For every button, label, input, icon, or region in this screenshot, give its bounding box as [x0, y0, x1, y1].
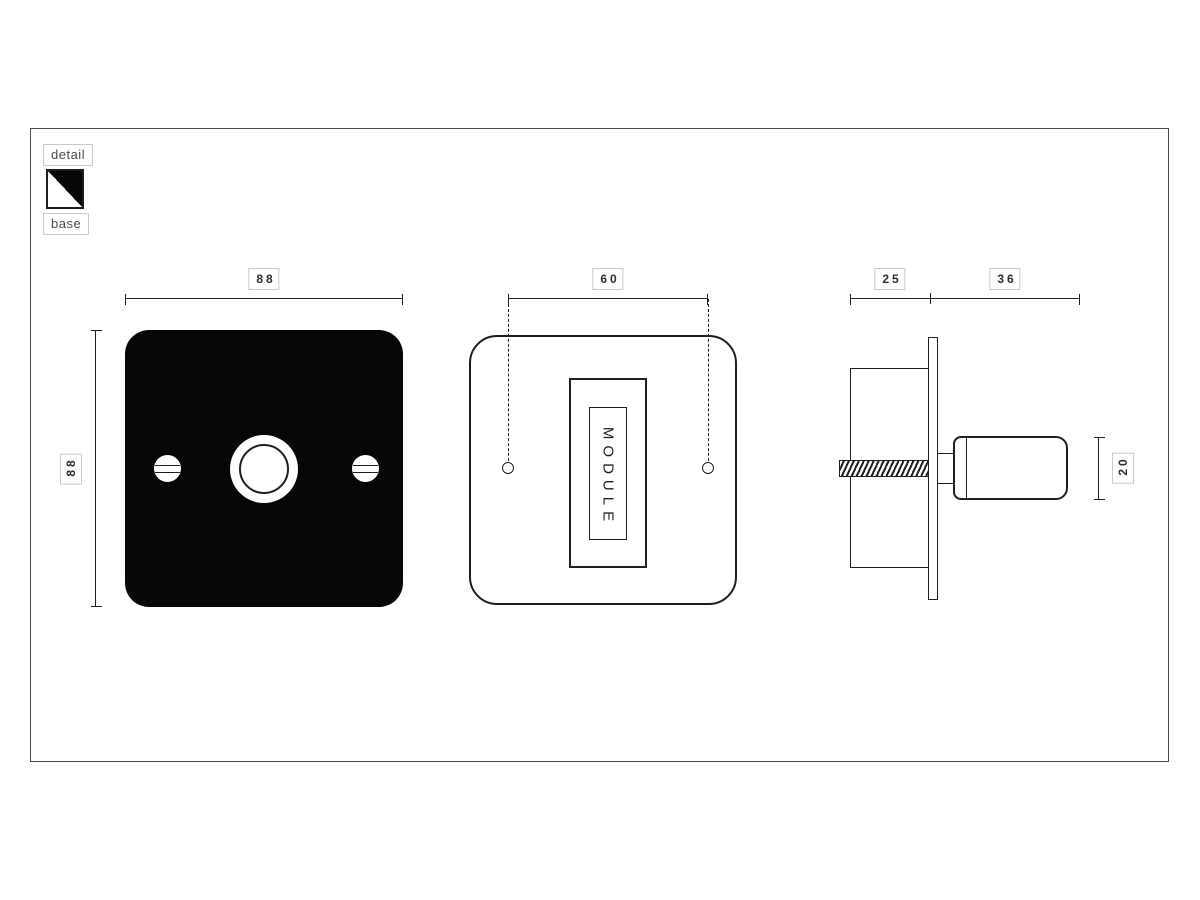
screw-right-icon	[352, 455, 379, 482]
screw-hole-right	[702, 462, 714, 474]
front-height-dimension-label: 88	[60, 453, 82, 485]
knob-depth-dimension-label: 36	[989, 268, 1021, 290]
screw-slot-icon	[155, 464, 180, 473]
mounting-screw-thread	[839, 460, 931, 477]
side-dimension-mid-tick	[930, 293, 931, 304]
drop-line-left	[508, 299, 509, 461]
knob-height-dimension-line	[1094, 437, 1105, 500]
front-width-dimension-label: 88	[248, 268, 280, 290]
screw-slot-icon	[353, 464, 378, 473]
drawing-frame	[30, 128, 1169, 762]
hole-spacing-dimension-label: 60	[592, 268, 624, 290]
dimmer-knob-inner-circle	[239, 444, 289, 494]
dimmer-knob-side	[953, 436, 1068, 500]
module-label-box: MODULE	[589, 407, 627, 540]
knob-height-dimension-label: 20	[1112, 452, 1134, 484]
front-width-dimension-line	[125, 294, 403, 305]
side-depth-dimension-line	[850, 294, 1080, 305]
knob-step-line	[966, 438, 967, 498]
screw-left-icon	[154, 455, 181, 482]
front-height-dimension-line	[91, 330, 102, 607]
detail-base-split-icon	[46, 169, 84, 209]
module-label: MODULE	[599, 426, 617, 527]
box-depth-dimension-label: 25	[874, 268, 906, 290]
drop-line-right	[708, 299, 709, 461]
screw-hole-left	[502, 462, 514, 474]
hole-spacing-dimension-line	[508, 294, 708, 305]
legend-base-label: base	[43, 213, 90, 235]
legend-detail-label: detail	[43, 144, 94, 166]
